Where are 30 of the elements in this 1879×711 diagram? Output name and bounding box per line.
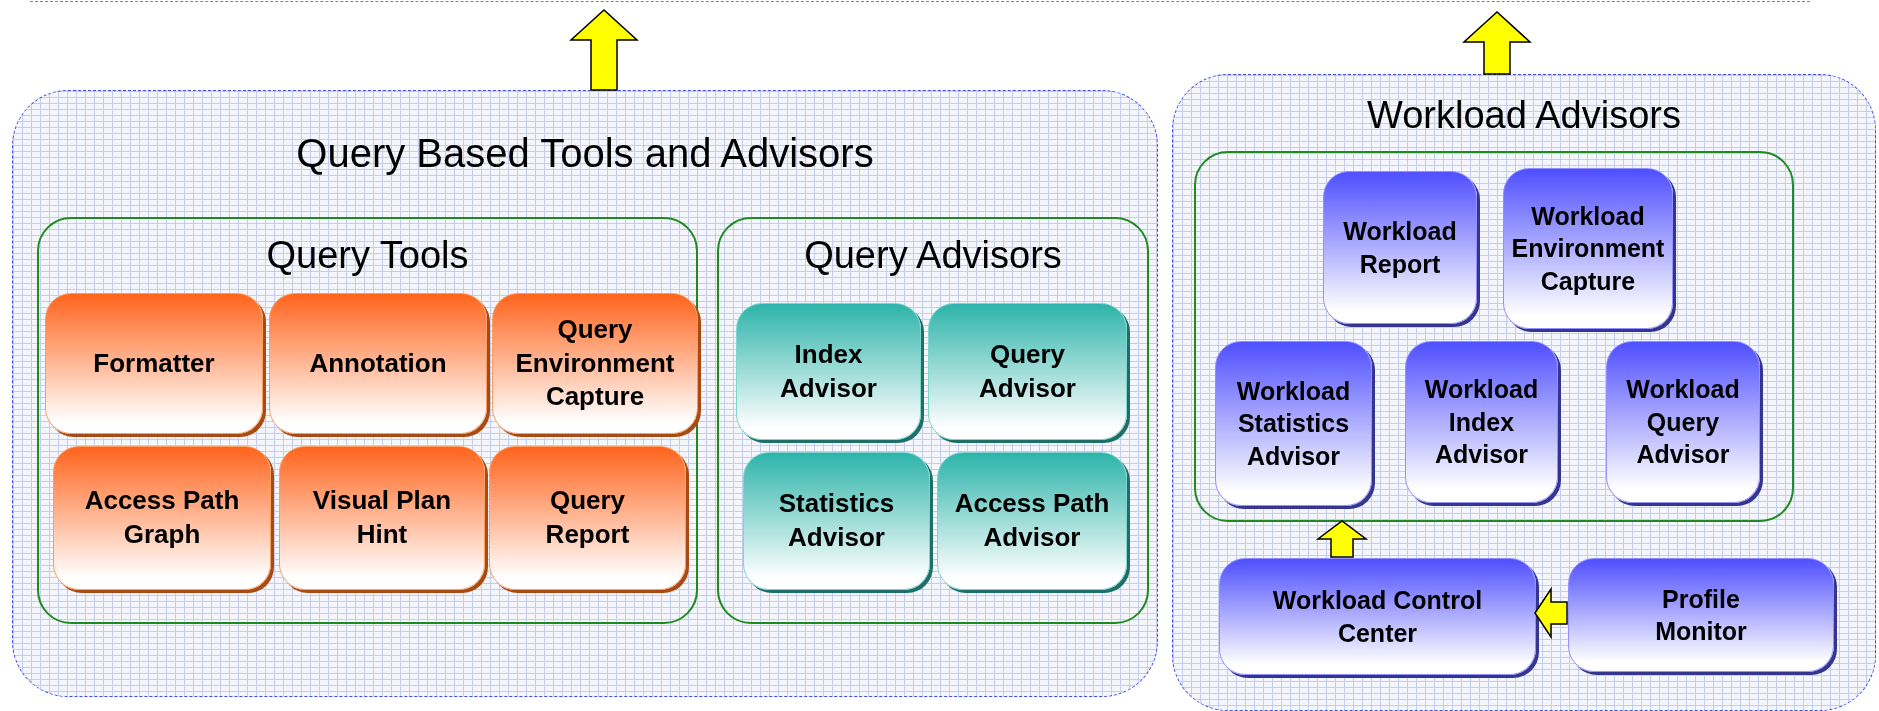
tool-box: Query Advisor	[928, 303, 1127, 440]
tool-box: Workload Environment Capture	[1503, 168, 1673, 329]
group-title: Workload Advisors	[1366, 95, 1682, 137]
tool-box: Query Environment Capture	[492, 293, 698, 434]
group-box	[717, 217, 1149, 624]
tool-box: Access Path Advisor	[937, 452, 1127, 590]
tool-box: Visual Plan Hint	[279, 446, 485, 590]
tool-box: Statistics Advisor	[743, 452, 930, 590]
tool-box: Workload Control Center	[1219, 558, 1536, 675]
group-title: Query Based Tools and Advisors	[295, 131, 875, 175]
tool-box: Index Advisor	[736, 303, 921, 440]
tool-box: Annotation	[269, 293, 487, 434]
group-panel	[12, 90, 1158, 697]
tool-box: Workload Query Advisor	[1606, 341, 1760, 503]
tool-box: Formatter	[45, 293, 263, 434]
group-panel	[1172, 74, 1876, 711]
tool-box: Query Report	[489, 446, 686, 590]
block-arrow	[569, 9, 639, 91]
group-title: Query Tools	[265, 235, 470, 277]
group-box	[37, 217, 698, 624]
tool-box: Workload Statistics Advisor	[1215, 341, 1372, 506]
block-arrow	[1462, 11, 1532, 75]
tool-box: Workload Index Advisor	[1405, 341, 1558, 503]
tool-box: Profile Monitor	[1568, 558, 1834, 672]
group-title: Query Advisors	[803, 235, 1063, 277]
block-arrow	[1315, 520, 1369, 558]
tool-box: Workload Report	[1323, 171, 1477, 324]
tool-box: Access Path Graph	[53, 446, 271, 590]
block-arrow	[1534, 586, 1568, 640]
group-box	[1194, 151, 1794, 522]
